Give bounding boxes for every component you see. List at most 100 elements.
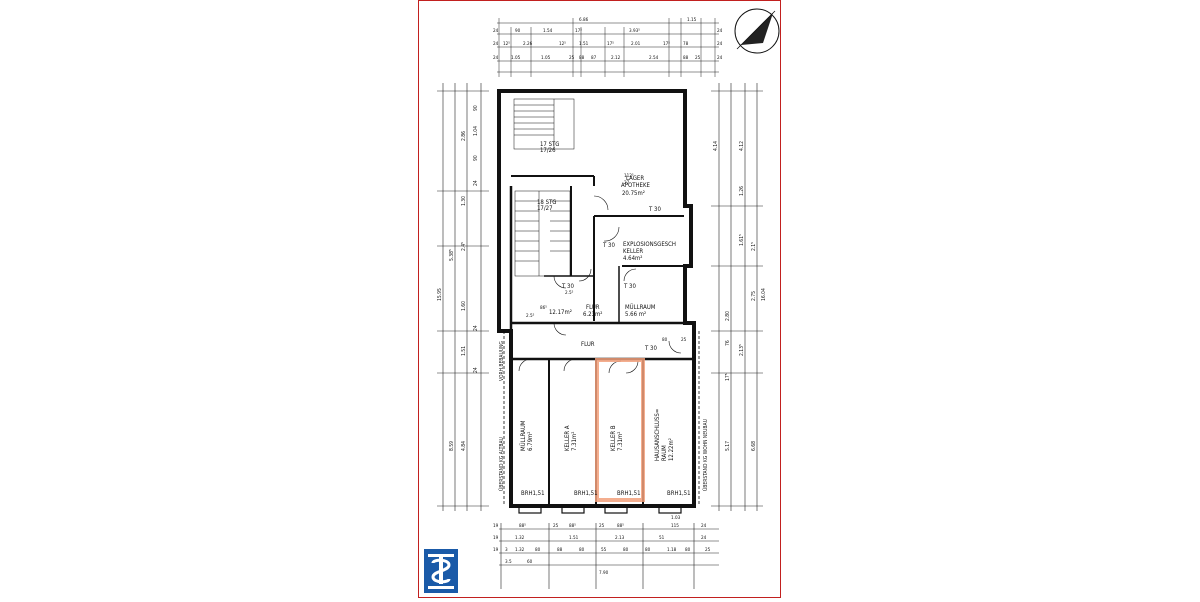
- room-haus-name: HAUSANSCHLUSS=: [654, 409, 661, 461]
- brh-label: BRH1,51: [667, 490, 691, 497]
- room-muell1-area: 5.66 m²: [625, 311, 646, 318]
- dim-label: 51: [659, 535, 665, 541]
- dim-label: 4.14: [713, 141, 719, 151]
- dim-label: 1.60: [461, 301, 467, 311]
- dim-label: 17⁵: [663, 41, 670, 47]
- dim-label: 25: [705, 547, 711, 553]
- room-explosion-name: EXPLOSIONSGESCH: [623, 241, 676, 248]
- door-labels: T 30 T 30 T 30 T 30 T 30: [561, 206, 661, 352]
- dim-label: 2.12: [611, 55, 621, 61]
- room-labels: 17 STG 17/26 18 STG 17/27 LAGER APOTHEKE…: [520, 141, 676, 461]
- brh-label: BRH1,51: [617, 490, 641, 497]
- dim-label: 90: [473, 105, 479, 111]
- highlight-outline: [595, 358, 645, 502]
- dim-label: 1.32: [515, 547, 525, 553]
- room-lager-name: LAGER: [626, 175, 644, 182]
- dim-label: 3: [505, 547, 508, 553]
- room-lager-area: 20.75m²: [622, 190, 645, 197]
- right-dimension-chains: [711, 83, 763, 511]
- dim-label: 78: [683, 41, 689, 47]
- dim-label: 1.26: [739, 186, 745, 196]
- dim-label: 2.13⁵: [739, 344, 745, 356]
- dim-label: 1.05: [541, 55, 551, 61]
- keller-b-highlight[interactable]: [595, 358, 645, 502]
- door-label: T 30: [602, 242, 615, 249]
- room-small-area: 12.17m²: [549, 309, 572, 316]
- company-logo: [424, 549, 458, 593]
- dim-label: 88⁵: [519, 523, 526, 529]
- dim-label: 60: [527, 559, 533, 565]
- room-haus-sub: RAUM: [661, 445, 668, 461]
- dim-label: 2.75: [751, 291, 757, 301]
- dim-label: 1.51: [569, 535, 579, 541]
- dim-label: 17⁵: [725, 373, 731, 381]
- dim-label: 24: [717, 28, 723, 34]
- dim-label: 88: [557, 547, 563, 553]
- dim-label: 6.68: [751, 441, 757, 451]
- door-dimension-labels: 2.5⁵ 86⁵ 2.5⁵ 80 25 112⁵ 27: [526, 173, 687, 343]
- dim-label: 2.26: [523, 41, 533, 47]
- brh-label: BRH1,51: [521, 490, 545, 497]
- dim-top-total: 6.86: [579, 17, 589, 23]
- stair-upper-label: 17 STG: [540, 141, 560, 148]
- room-keller-a-area: 7.31m²: [571, 432, 578, 451]
- floor-plan-drawing: 6.86 1.15 24 90 1.54 17⁵ 3.93⁵ 24 24 12⁵…: [424, 8, 780, 593]
- dim-label: 2.5⁵: [526, 313, 535, 319]
- dim-label: 1.51: [579, 41, 589, 47]
- dim-label: 55: [601, 547, 607, 553]
- left-dimension-labels: 15.95 5.38⁵ 8.59 2.86 1.30 2.4⁵ 1.60 1.5…: [437, 105, 479, 451]
- floor-plan-frame: 6.86 1.15 24 90 1.54 17⁵ 3.93⁵ 24 24 12⁵…: [418, 0, 781, 598]
- door-label: T 30: [561, 283, 574, 290]
- dim-top-right: 1.15: [687, 17, 697, 23]
- stair-lower-ratio: 17/27: [537, 205, 553, 212]
- dim-label: 24: [473, 325, 479, 331]
- dim-label: 1.05: [511, 55, 521, 61]
- room-muell2-name: MÜLLRAUM: [520, 420, 527, 451]
- dim-label: 19: [493, 547, 499, 553]
- dim-label: 17⁵: [575, 28, 582, 34]
- dim-label: 80: [535, 547, 541, 553]
- dim-label: 1.04: [473, 126, 479, 136]
- dim-label: 12⁵: [503, 41, 510, 47]
- dim-label: 87: [591, 55, 597, 61]
- dim-label: 88⁵: [569, 523, 576, 529]
- dim-label: 24: [473, 367, 479, 373]
- dim-label: 90: [473, 155, 479, 161]
- side-notes: VORH.BEBAUUNG ÜBERSTAND KG ALTBAU ÜBERST…: [498, 341, 709, 491]
- dim-right-total: 16.04: [761, 288, 767, 301]
- dim-label: 1.30: [461, 196, 467, 206]
- dim-label: 88: [683, 55, 689, 61]
- top-dimension-chains: [497, 18, 719, 77]
- dim-label: 2.5⁵: [565, 290, 574, 296]
- building-walls: [497, 89, 700, 514]
- room-explosion-area: 4.64m²: [623, 255, 642, 262]
- dim-label: 3.5: [505, 559, 512, 565]
- north-arrow-icon: [734, 8, 780, 54]
- dim-label: 88⁵: [617, 523, 624, 529]
- door-label: T 30: [623, 283, 636, 290]
- dim-label: 76: [725, 340, 731, 346]
- room-explosion-sub: KELLER: [623, 248, 643, 255]
- dim-label: 80: [662, 337, 668, 343]
- room-keller-b-name: KELLER B: [610, 425, 617, 451]
- dim-label: 1.18: [667, 547, 677, 553]
- right-dimension-labels: 16.04 4.12 1.26 1.61⁵ 2.75 2.13⁵ 6.68 4.…: [713, 141, 767, 451]
- dim-label: 25: [695, 55, 701, 61]
- dim-label: 3.93⁵: [629, 28, 640, 34]
- dim-label: 2.54: [649, 55, 659, 61]
- bottom-dimension-labels: 19 88⁵ 25 88⁵ 25 88⁵ 24 19 1.32 1.51 2.1…: [493, 515, 711, 576]
- dim-label: 25: [681, 337, 687, 343]
- dim-label: 2.80: [725, 311, 731, 321]
- logo-underline: [428, 586, 454, 589]
- top-dimension-labels: 6.86 1.15 24 90 1.54 17⁵ 3.93⁵ 24 24 12⁵…: [493, 17, 723, 61]
- dim-label: 25: [569, 55, 575, 61]
- dim-label: 4.84: [461, 441, 467, 451]
- dim-label: 80: [579, 547, 585, 553]
- dim-label: 25: [553, 523, 559, 529]
- dim-label: 24: [701, 535, 707, 541]
- dim-label: 8.59: [449, 441, 455, 451]
- dim-label: 5.38⁵: [449, 249, 455, 261]
- dim-label: 24: [473, 180, 479, 186]
- dim-label: 1.51: [461, 346, 467, 356]
- dim-label: 2.13: [615, 535, 625, 541]
